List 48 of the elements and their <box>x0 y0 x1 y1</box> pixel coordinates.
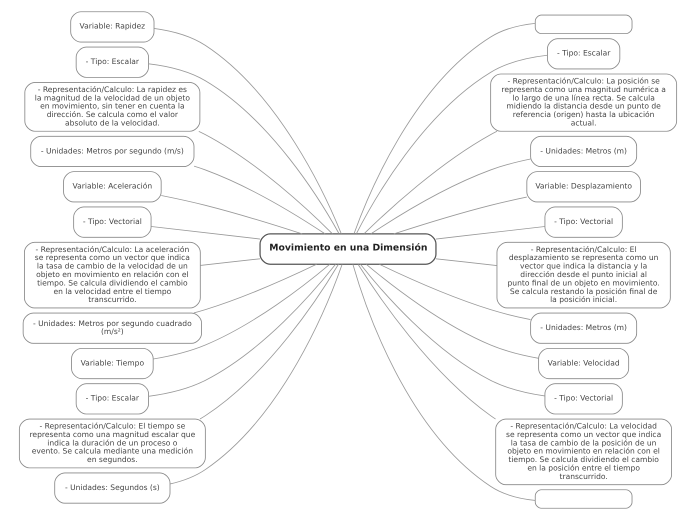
node-box: - Unidades: Metros (m) <box>530 136 638 167</box>
connector <box>194 166 326 234</box>
node-box: - Tipo: Vectorial <box>73 206 152 238</box>
node-box: Variable: Desplazamiento <box>526 171 641 202</box>
connector <box>170 264 343 484</box>
connector <box>393 196 528 234</box>
connector <box>352 264 536 501</box>
connector <box>200 264 339 420</box>
node-box: - Representación/Calculo: La rapidez es la magnitud de la velocidad de un objeto en movimiento, sin tener en cuenta la dirección. Se calcula como el valor absoluto de la velocidad. <box>24 82 200 132</box>
connector <box>364 130 498 234</box>
connector <box>378 264 531 320</box>
connector <box>160 195 303 234</box>
node-box: - Unidades: Metros por segundo cuadrado (m/s²) <box>22 312 202 344</box>
node-box: - Tipo: Vectorial <box>544 383 623 414</box>
node-box: - Representación/Calculo: El desplazamiento se representa como un vector que indica la distancia y la dirección desde el punto inicial al punto final de un objeto en movimiento. Se calcula restando la posición final de la posición inicial. <box>496 242 671 308</box>
node-box: - Tipo: Vectorial <box>544 206 623 238</box>
connector <box>198 130 333 234</box>
connector <box>436 258 498 266</box>
connector <box>356 54 548 234</box>
node-box: - Unidades: Metros (m) <box>530 312 638 344</box>
connector <box>152 264 330 360</box>
connector <box>150 226 260 240</box>
node-box: - Unidades: Metros por segundo (m/s) <box>30 136 194 167</box>
node-box: Movimiento en una Dimensión <box>259 233 437 265</box>
node-box: - Tipo: Escalar <box>547 38 620 70</box>
connector <box>148 264 336 397</box>
connector <box>360 264 546 396</box>
connector <box>358 264 496 420</box>
node-box: - Unidades: Segundos (s) <box>54 472 170 504</box>
node-box: - Representación/Calculo: La aceleración se representa como un vector que indica la tasa de cambio de la velocidad de un objeto en movimiento en relación con el tiempo. Se calcula dividiendo el cambio en la velocidad entre el tiempo transcurrido. <box>24 242 201 308</box>
node-box: - Tipo: Escalar <box>76 46 149 78</box>
node-box: - Tipo: Escalar <box>76 383 149 414</box>
connector <box>200 258 260 266</box>
node-box: Variable: Tiempo <box>71 348 154 380</box>
connector <box>436 226 546 240</box>
node-box: Variable: Velocidad <box>538 348 630 380</box>
connector <box>354 22 536 234</box>
connector <box>370 158 532 234</box>
node-box: Variable: Aceleración <box>63 171 162 202</box>
node-box: - Representación/Calculo: La velocidad se representa como un vector que indica la tasa de cambio de la posición de un objeto en movimiento en relación con el tiempo. Se calcula dividiendo el cambio en la posición entre el tiempo transcurrido. <box>495 418 672 486</box>
connector <box>366 264 540 359</box>
node-box <box>534 489 632 509</box>
connector <box>154 28 342 234</box>
node-box: - Representación/Calculo: La posición se representa como una magnitud numérica a lo largo de una línea recta. Se calcula midiendo la distancia desde un punto de referencia (origen) hasta la ubicación actual. <box>490 74 678 132</box>
node-box <box>534 14 632 34</box>
node-box: - Representación/Calculo: El tiempo se representa como una magnitud escalar que indica la duración de un proceso o evento. Se calcula mediante una medición en segundos. <box>18 418 206 468</box>
node-box: Variable: Rapidez <box>70 11 154 42</box>
connector <box>148 63 340 234</box>
